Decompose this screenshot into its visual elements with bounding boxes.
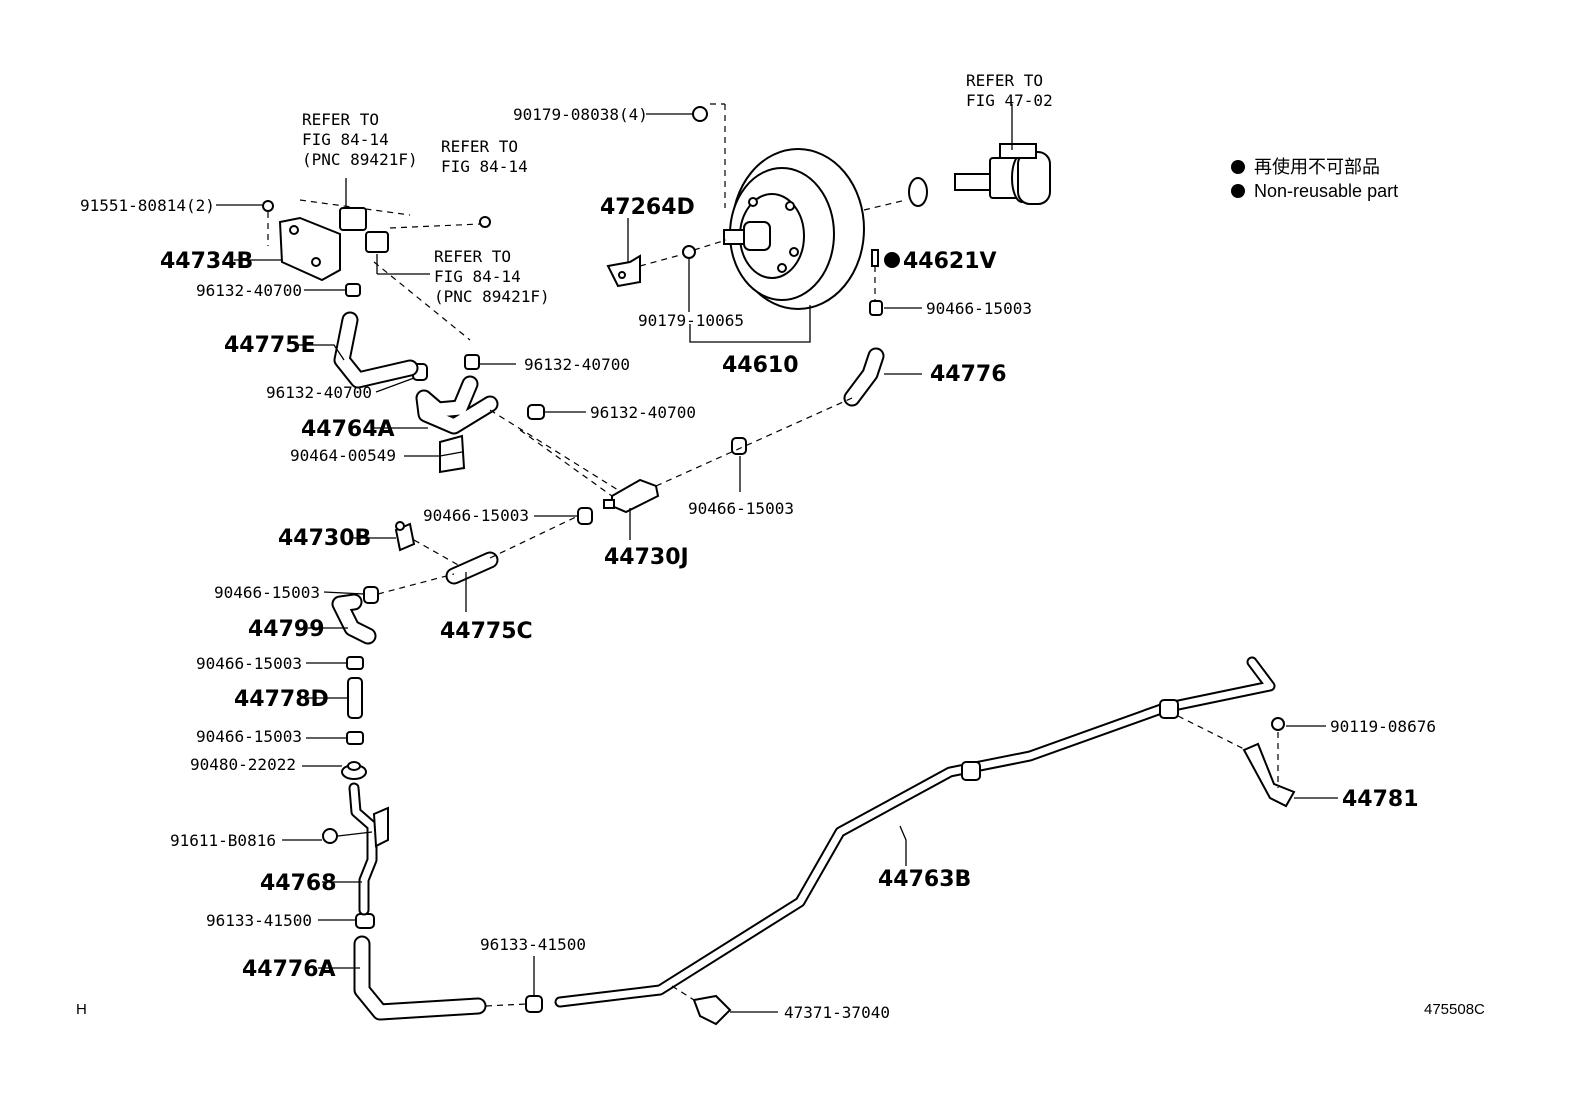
label-47371-37040[interactable]: 47371-37040 — [784, 1003, 890, 1022]
label-96132-40700-b[interactable]: 96132-40700 — [524, 355, 630, 374]
label-44781[interactable]: 44781 — [1342, 787, 1419, 812]
label-44778d[interactable]: 44778D — [234, 687, 329, 712]
dash-line-hose-to-joint — [489, 409, 619, 491]
footer-left-mark: H — [76, 1001, 87, 1018]
label-96132-40700-d[interactable]: 96132-40700 — [590, 403, 696, 422]
part-drawings — [262, 103, 1296, 1026]
label-90179-10065[interactable]: 90179-10065 — [638, 311, 744, 330]
bracket-44734b-drawing — [262, 178, 491, 341]
label-91551-80814[interactable]: 91551-80814(2) — [80, 196, 215, 215]
ref-fig-84-14-pnc-b-line1: REFER TO — [434, 247, 511, 266]
legend: 再使用不可部品 Non-reusable part — [1231, 157, 1398, 201]
label-44776[interactable]: 44776 — [930, 362, 1007, 387]
label-91611-b0816[interactable]: 91611-B0816 — [170, 831, 276, 850]
label-96133-41500-b[interactable]: 96133-41500 — [480, 935, 586, 954]
hose-44776a-drawing — [353, 935, 527, 1021]
label-44775c[interactable]: 44775C — [440, 619, 533, 644]
dash-line-booster-to-joint — [655, 397, 853, 487]
label-90466-15003-b[interactable]: 90466-15003 — [688, 499, 794, 518]
label-44764a[interactable]: 44764A — [301, 417, 395, 442]
label-44610[interactable]: 44610 — [722, 353, 799, 378]
label-90464-00549[interactable]: 90464-00549 — [290, 446, 396, 465]
ref-fig-84-14-pnc-a-line3: (PNC 89421F) — [302, 150, 418, 169]
check-valve-44621v-drawing — [871, 249, 879, 300]
ref-fig-84-14-pnc-b-line3: (PNC 89421F) — [434, 287, 550, 306]
reference-notes: REFER TO FIG 47-02 REFER TO FIG 84-14 (P… — [302, 71, 1053, 306]
non-reusable-dot-icon — [1231, 160, 1245, 174]
label-44799[interactable]: 44799 — [248, 617, 325, 642]
tube-44799-drawing — [331, 593, 377, 645]
booster-seal-drawing — [908, 177, 928, 207]
label-47264d[interactable]: 47264D — [600, 195, 695, 220]
tube-44763b-drawing — [554, 656, 1276, 1008]
label-44730b[interactable]: 44730B — [278, 526, 371, 551]
label-96132-40700-c[interactable]: 96132-40700 — [266, 383, 372, 402]
dash-line-hose-to-joint-2 — [519, 429, 613, 497]
hose-clamps-drawing — [345, 283, 883, 1013]
hose-44775c-drawing — [377, 515, 579, 595]
grommet-90480-22022-drawing — [341, 761, 367, 780]
bracket-44781-drawing — [1242, 717, 1296, 808]
label-90466-15003-f[interactable]: 90466-15003 — [196, 727, 302, 746]
clip-90464-00549-drawing — [439, 434, 466, 474]
label-90466-15003-a[interactable]: 90466-15003 — [926, 299, 1032, 318]
label-90466-15003-c[interactable]: 90466-15003 — [423, 506, 529, 525]
label-44775e[interactable]: 44775E — [224, 333, 316, 358]
joint-44730j-drawing — [603, 478, 660, 514]
label-44621v[interactable]: 44621V — [903, 249, 997, 274]
leader-lines — [216, 113, 1338, 1013]
hose-44775e-drawing — [333, 311, 419, 389]
bracket-44730b-drawing — [394, 521, 461, 567]
ref-fig-47-02-line1: REFER TO — [966, 71, 1043, 90]
part-labels: 90179-08038(4) 91551-80814(2) 47264D 446… — [80, 105, 1436, 1022]
tube-44768-drawing — [322, 782, 389, 916]
label-90466-15003-d[interactable]: 90466-15003 — [214, 583, 320, 602]
footer-illustration-code: 475508C — [1424, 1001, 1485, 1018]
ref-fig-84-14-line1: REFER TO — [441, 137, 518, 156]
label-90179-08038[interactable]: 90179-08038(4) — [513, 105, 648, 124]
legend-text-en: Non-reusable part — [1254, 181, 1398, 201]
nut-90179-10065-drawing — [682, 245, 696, 259]
master-cylinder-drawing — [954, 104, 1051, 205]
non-reusable-dot-icon — [884, 252, 900, 268]
hose-44764a-drawing — [415, 375, 499, 435]
label-44763b[interactable]: 44763B — [878, 867, 971, 892]
label-44776a[interactable]: 44776A — [242, 957, 336, 982]
label-90466-15003-e[interactable]: 90466-15003 — [196, 654, 302, 673]
ref-fig-84-14-pnc-a-line2: FIG 84-14 — [302, 130, 389, 149]
ref-fig-84-14-pnc-a-line1: REFER TO — [302, 110, 379, 129]
non-reusable-dot-icon — [1231, 184, 1245, 198]
ref-fig-47-02-line2: FIG 47-02 — [966, 91, 1053, 110]
label-90119-08676[interactable]: 90119-08676 — [1330, 717, 1436, 736]
label-44734b[interactable]: 44734B — [160, 249, 253, 274]
label-96132-40700-a[interactable]: 96132-40700 — [196, 281, 302, 300]
hose-44776-drawing — [843, 347, 885, 407]
label-90480-22022[interactable]: 90480-22022 — [190, 755, 296, 774]
legend-text-jp: 再使用不可部品 — [1254, 157, 1380, 177]
bolt-90179-08038-drawing — [692, 103, 726, 208]
clamp-47371-37040-drawing — [671, 985, 732, 1026]
bracket-47264d-drawing — [606, 239, 727, 288]
label-96133-41500-a[interactable]: 96133-41500 — [206, 911, 312, 930]
label-44768[interactable]: 44768 — [260, 871, 337, 896]
hose-44778d-drawing — [347, 677, 363, 719]
ref-fig-84-14-line2: FIG 84-14 — [441, 157, 528, 176]
label-44730j[interactable]: 44730J — [604, 545, 689, 570]
brake-booster-drawing — [723, 148, 907, 310]
ref-fig-84-14-pnc-b-line2: FIG 84-14 — [434, 267, 521, 286]
